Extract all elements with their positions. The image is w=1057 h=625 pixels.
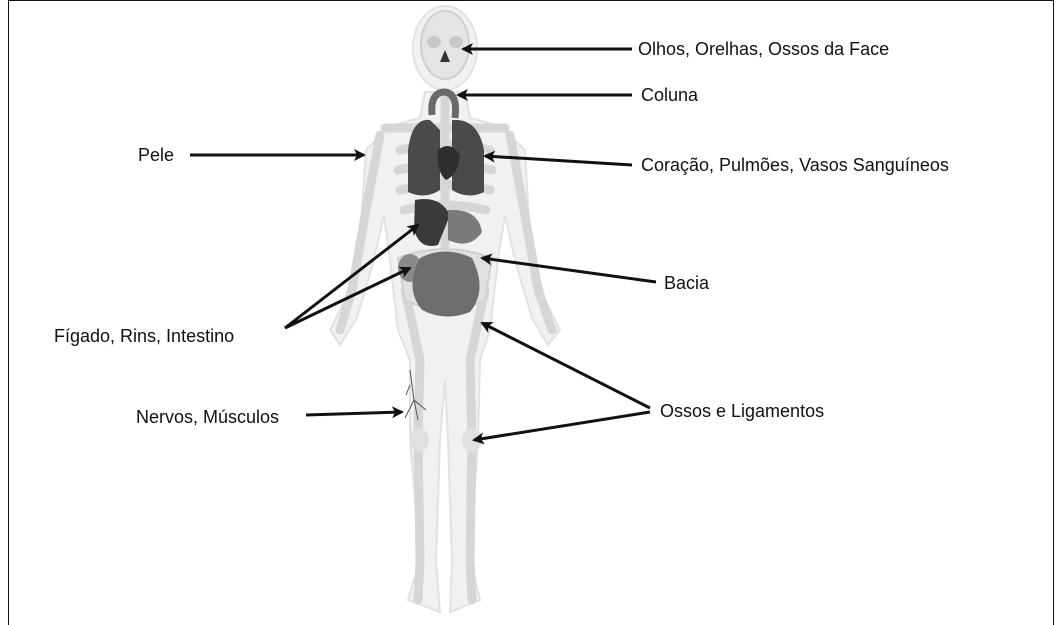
label-bones-ligaments: Ossos e Ligamentos bbox=[660, 401, 824, 421]
label-nerves-muscles: Nervos, Músculos bbox=[136, 407, 279, 427]
label-liver-kidneys: Fígado, Rins, Intestino bbox=[54, 326, 234, 346]
arrow-bones-upper bbox=[482, 323, 650, 408]
intestine bbox=[412, 252, 479, 317]
arrow-pelvis bbox=[482, 258, 656, 282]
lung-left bbox=[408, 120, 440, 196]
label-spine: Coluna bbox=[641, 85, 698, 105]
label-pelvis: Bacia bbox=[664, 273, 709, 293]
label-eyes-face: Olhos, Orelhas, Ossos da Face bbox=[638, 39, 889, 59]
arrow-nerves bbox=[306, 412, 402, 415]
eye-socket-left bbox=[427, 36, 441, 48]
arrow-bones-lower bbox=[474, 412, 650, 440]
eye-socket-right bbox=[449, 36, 463, 48]
kneecap-left bbox=[409, 428, 429, 452]
label-skin: Pele bbox=[138, 145, 174, 165]
label-heart-lungs: Coração, Pulmões, Vasos Sanguíneos bbox=[641, 155, 949, 175]
